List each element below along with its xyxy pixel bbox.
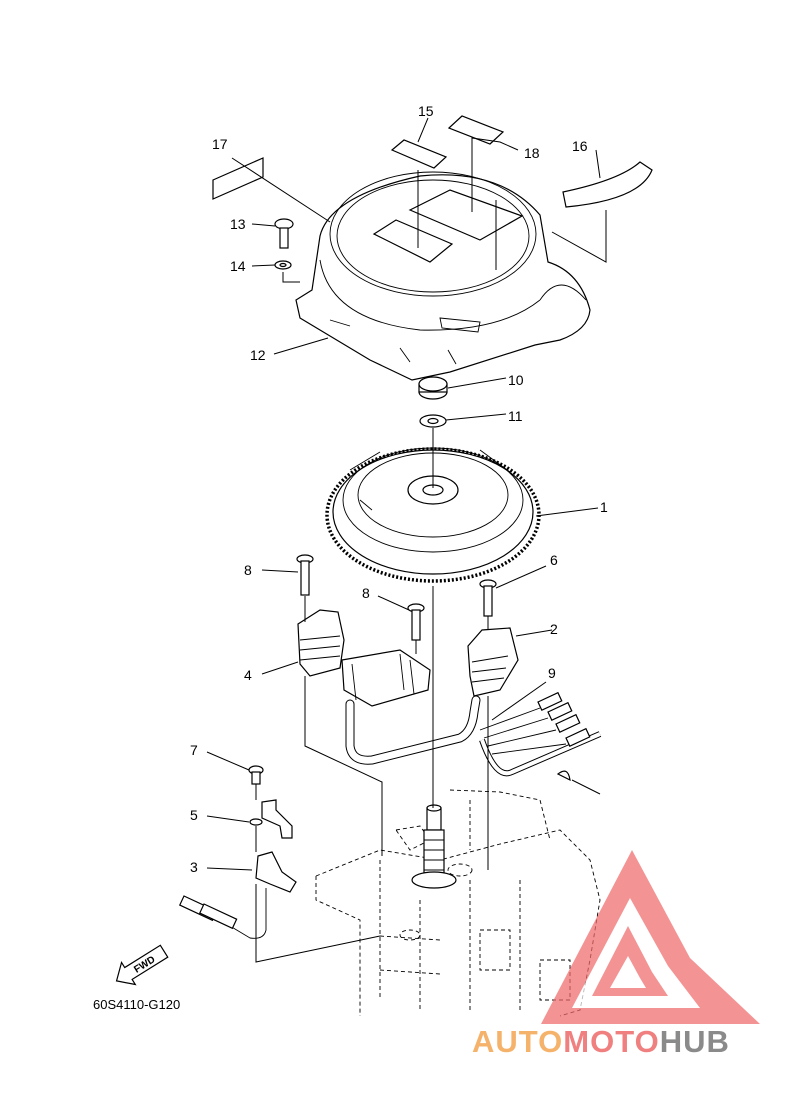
terminal-leads-9: [479, 691, 591, 755]
woodruff-key-10: [556, 770, 571, 782]
callout-1: 1: [600, 499, 608, 515]
washer-15: [274, 260, 292, 270]
watermark-text: AUTOMOTOHUB: [472, 1024, 730, 1059]
callout-14: 13: [230, 216, 246, 232]
decal-17: [562, 161, 653, 208]
svg-text:AUTOMOTOHUB: AUTOMOTOHUB: [472, 1024, 730, 1059]
bolt-14: [274, 218, 294, 249]
power-head: [315, 789, 601, 1017]
watermark-hub: HUB: [660, 1024, 730, 1059]
callouts: 17 15 18 16 13 14 12 10 11 1 8 6 8 2 4 8…: [190, 103, 608, 875]
wire-harness: [345, 695, 602, 777]
clamp-5: [249, 799, 293, 839]
callout-4: 4: [244, 667, 252, 683]
screw-8-right: [407, 603, 425, 641]
callout-18: 17: [212, 136, 228, 152]
sensor-3: [178, 851, 297, 939]
screw-8-left: [296, 554, 314, 596]
watermark-logo: [541, 850, 760, 1024]
decal-16: [390, 139, 448, 169]
leader-lines: [206, 117, 607, 963]
washer-12: [419, 414, 447, 428]
callout-11: 10: [508, 372, 524, 388]
watermark-moto: MOTO: [563, 1024, 659, 1059]
callout-9-label: 9: [548, 665, 556, 681]
callout-6: 6: [550, 552, 558, 568]
callout-19: 18: [524, 145, 540, 161]
callout-13: 12: [250, 347, 266, 363]
callout-17: 16: [572, 138, 588, 154]
crankshaft: [411, 804, 457, 889]
callout-8-left: 8: [244, 562, 252, 578]
callout-8-right: 8: [362, 585, 370, 601]
callout-16: 15: [418, 103, 434, 119]
callout-3: 3: [190, 859, 198, 875]
watermark-auto: AUTO: [472, 1024, 563, 1059]
charge-coil-4: [297, 609, 431, 707]
fwd-arrow: FWD: [115, 944, 169, 986]
callout-15: 14: [230, 258, 246, 274]
part-code: 60S4110-G120: [93, 997, 180, 1012]
decal-19: [447, 115, 505, 145]
pulser-coil-2: [467, 627, 519, 697]
flywheel: [325, 447, 541, 583]
callout-5: 5: [190, 807, 198, 823]
bolt-7: [248, 765, 264, 785]
screw-6: [479, 579, 497, 617]
callout-2: 2: [550, 621, 558, 637]
decal-18: [212, 157, 264, 200]
callout-12: 11: [508, 408, 523, 424]
flywheel-cover: [295, 171, 591, 381]
nut-11: [418, 376, 448, 400]
callout-7: 7: [190, 742, 198, 758]
